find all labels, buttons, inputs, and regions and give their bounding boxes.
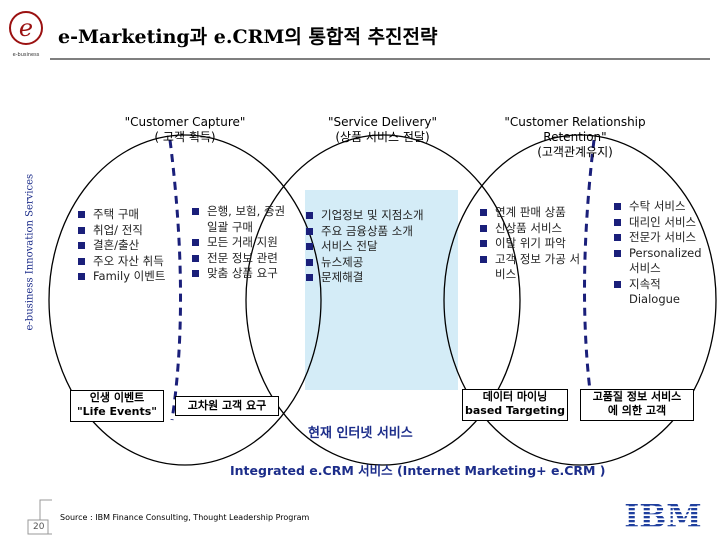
- list-item: 기업정보 및 지점소개: [306, 208, 456, 224]
- mining-list: 연계 판매 상품 신상품 서비스 이탈 위기 파악 고객 정보 가공 서비스: [480, 205, 590, 283]
- page-title: e-Marketing과 e.CRM의 통합적 추진전략: [58, 26, 438, 48]
- list-item: 주오 자산 취득: [78, 254, 176, 270]
- side-label: e-business Innovation Services: [24, 173, 36, 331]
- mining-box: 데이터 마이닝 based Targeting: [462, 389, 568, 421]
- list-item: 문제해결: [306, 270, 456, 286]
- delivery-title: "Service Delivery": [327, 115, 437, 129]
- list-item: Personalized 서비스: [614, 246, 710, 277]
- retention-heading: "Customer Relationship Retention" (고객관계유…: [485, 115, 665, 160]
- capture-heading: "Customer Capture" ( 고객 획득): [100, 115, 270, 145]
- delivery-circle: [245, 134, 521, 466]
- advanced-needs-box: 고차원 고객 요구: [175, 396, 279, 416]
- retention-subtitle: (고객관계유지): [537, 145, 613, 159]
- list-item: 결혼/출산: [78, 238, 176, 254]
- integrated-label: Integrated e.CRM 서비스 (Internet Marketing…: [230, 463, 606, 478]
- list-item: 지속적 Dialogue: [614, 277, 710, 308]
- company-logo: e e-business: [6, 8, 46, 60]
- page-number-box: [27, 519, 49, 535]
- list-item: 모든 거래 지원: [192, 235, 292, 251]
- mining-english: based Targeting: [464, 404, 565, 417]
- list-item: 맞춤 상품 요구: [192, 266, 292, 282]
- quality-list: 수탁 서비스 대리인 서비스 전문가 서비스 Personalized 서비스 …: [614, 199, 710, 308]
- capture-title: "Customer Capture": [124, 115, 246, 129]
- quality-box: 고품질 정보 서비스 에 의한 고객: [580, 389, 694, 421]
- internet-list: 기업정보 및 지점소개 주요 금융상품 소개 서비스 전달 뉴스제공 문제해결: [306, 208, 456, 286]
- logo-e-icon: e e-business: [9, 11, 43, 58]
- needs-list: 은행, 보험, 증권 일괄 구매 모든 거래 지원 전문 정보 관련 맞춤 상품…: [192, 204, 292, 282]
- list-item: 수탁 서비스: [614, 199, 710, 215]
- list-item: 주택 구매: [78, 207, 176, 223]
- capture-circle: [48, 134, 322, 466]
- quality-label-line2: 에 의한 고객: [607, 404, 667, 417]
- list-item: 뉴스제공: [306, 255, 456, 271]
- capture-subtitle: ( 고객 획득): [154, 130, 216, 144]
- svg-text:e-business: e-business: [13, 52, 40, 58]
- title-divider: [50, 58, 710, 60]
- svg-text:e: e: [19, 14, 33, 42]
- retention-title-line2: Retention": [543, 130, 607, 144]
- delivery-heading: "Service Delivery" (상품 서비스 전달): [300, 115, 465, 145]
- list-item: 이탈 위기 파악: [480, 236, 590, 252]
- list-item: Family 이벤트: [78, 269, 176, 285]
- quality-label-line1: 고품질 정보 서비스: [592, 390, 682, 403]
- list-item: 연계 판매 상품: [480, 205, 590, 221]
- internet-service-band: [305, 190, 458, 390]
- list-item: 전문 정보 관련: [192, 251, 292, 267]
- list-item: 서비스 전달: [306, 239, 456, 255]
- retention-title-line1: "Customer Relationship: [504, 115, 646, 129]
- source-note: Source : IBM Finance Consulting, Thought…: [60, 513, 310, 522]
- delivery-subtitle: (상품 서비스 전달): [335, 130, 430, 144]
- list-item: 고객 정보 가공 서비스: [480, 252, 590, 283]
- retention-circle: [443, 134, 717, 466]
- mining-label: 데이터 마이닝: [482, 390, 548, 403]
- life-list: 주택 구매 취업/ 전직 결혼/출산 주오 자산 취득 Family 이벤트: [78, 207, 176, 285]
- list-item: 대리인 서비스: [614, 215, 710, 231]
- current-service-label: 현재 인터넷 서비스: [308, 426, 413, 441]
- life-events-label: 인생 이벤트: [89, 391, 145, 404]
- page-number: 20: [33, 522, 45, 532]
- list-item: 주요 금융상품 소개: [306, 224, 456, 240]
- list-item: 신상품 서비스: [480, 221, 590, 237]
- list-item: 취업/ 전직: [78, 223, 176, 239]
- life-events-box: 인생 이벤트 "Life Events": [70, 390, 164, 422]
- list-item: 전문가 서비스: [614, 230, 710, 246]
- advanced-needs-label: 고차원 고객 요구: [187, 399, 267, 412]
- list-item: 은행, 보험, 증권 일괄 구매: [192, 204, 292, 235]
- life-events-english: "Life Events": [76, 405, 158, 418]
